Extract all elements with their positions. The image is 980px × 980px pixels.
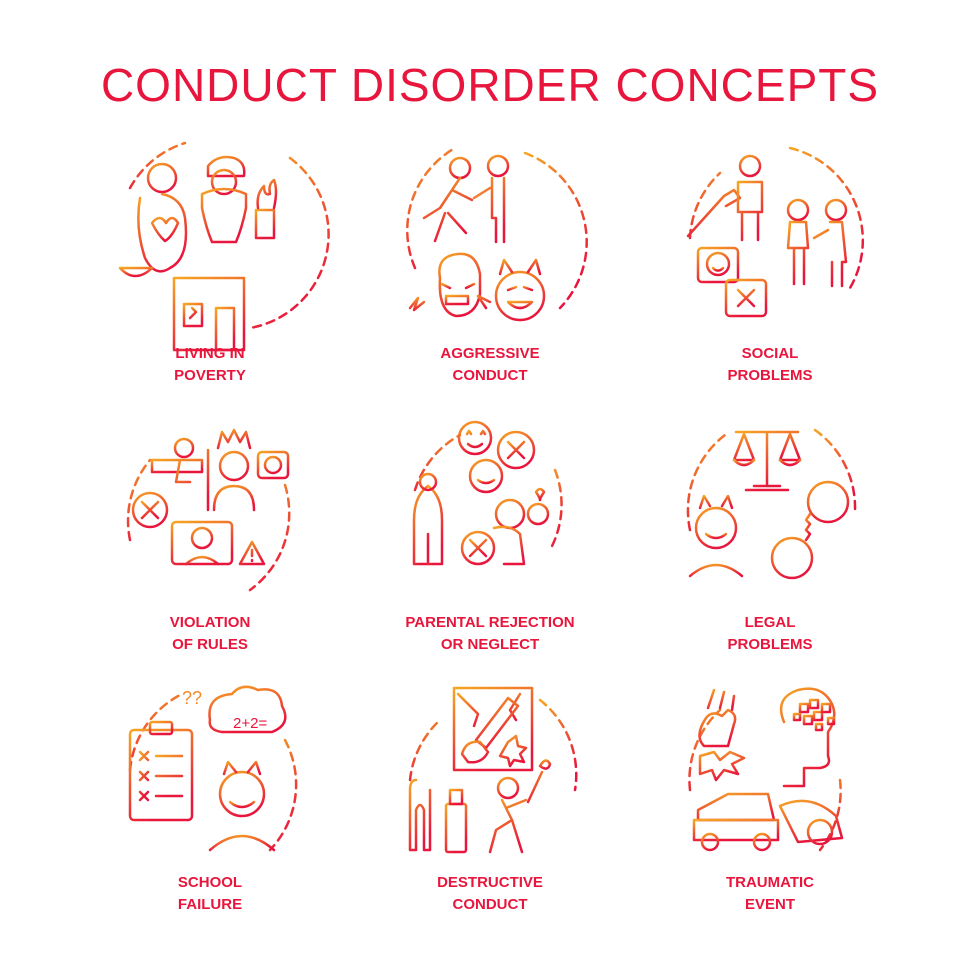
question-marks-text: ?? (182, 688, 202, 708)
traumatic-event-icon (650, 660, 890, 900)
concept-label: SOCIAL PROBLEMS (727, 345, 813, 384)
concept-label: VIOLATION OF RULES (169, 614, 251, 653)
parental-rejection-icon (370, 390, 610, 630)
concept-card-social-problems: SOCIAL PROBLEMS (650, 118, 890, 398)
math-bubble-text: 2+2= (233, 715, 267, 732)
page-title: CONDUCT DISORDER CONCEPTS (100, 59, 880, 111)
concept-label: SCHOOL FAILURE (177, 874, 243, 913)
concept-label: AGGRESSIVE CONDUCT (440, 345, 540, 384)
concept-card-school-failure: 2+2= ?? SCHOOL FAILURE (90, 670, 330, 930)
concept-card-parental-rejection: PARENTAL REJECTION OR NEGLECT (370, 400, 610, 660)
concept-label: LIVING IN POVERTY (174, 345, 246, 384)
concept-card-destructive-conduct: DESTRUCTIVE CONDUCT (370, 670, 610, 930)
concept-card-violation-of-rules: VIOLATION OF RULES (90, 400, 330, 660)
concept-label: PARENTAL REJECTION OR NEGLECT (405, 614, 575, 653)
concept-label: TRAUMATIC EVENT (725, 874, 815, 913)
poverty-icon (90, 118, 330, 358)
concept-card-traumatic-event: TRAUMATIC EVENT (650, 670, 890, 930)
concept-card-legal-problems: LEGAL PROBLEMS (650, 400, 890, 660)
concept-card-poverty: LIVING IN POVERTY (90, 118, 330, 398)
violation-of-rules-icon (90, 390, 330, 630)
concept-card-aggressive-conduct: AGGRESSIVE CONDUCT (370, 118, 610, 398)
concept-label: LEGAL PROBLEMS (727, 614, 813, 653)
aggressive-conduct-icon (370, 118, 610, 358)
destructive-conduct-icon (370, 660, 610, 900)
school-failure-icon: 2+2= ?? (90, 660, 330, 900)
social-problems-icon (650, 118, 890, 358)
legal-problems-icon (650, 390, 890, 630)
concept-label: DESTRUCTIVE CONDUCT (437, 874, 543, 913)
